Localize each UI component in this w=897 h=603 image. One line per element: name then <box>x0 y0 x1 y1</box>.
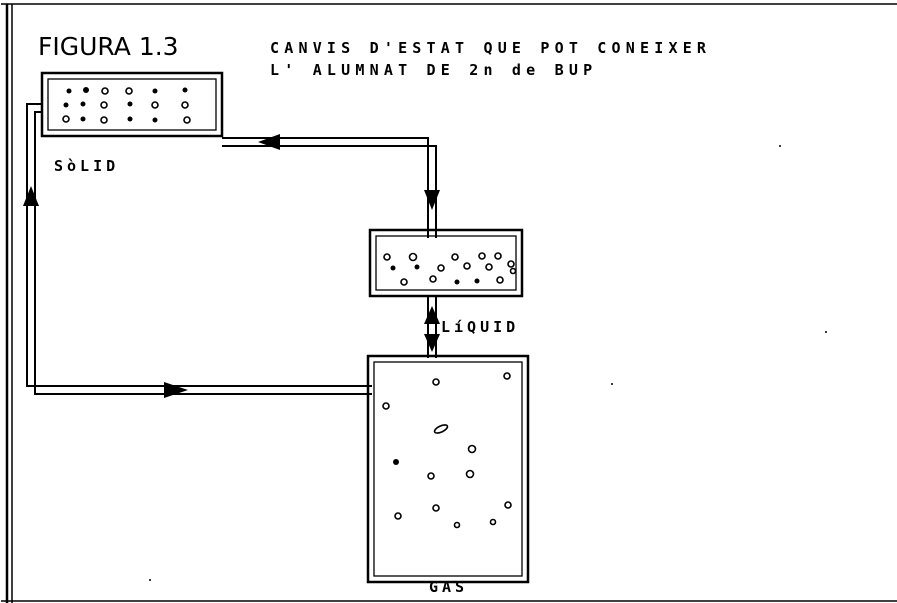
liquid-particles <box>384 253 516 285</box>
gas-label: GAS <box>429 578 468 596</box>
arrow-to-liquid <box>424 190 440 210</box>
figure-label: FIGURA 1.3 <box>38 32 179 61</box>
arrow-to-solid <box>258 134 280 150</box>
figure-caption-line-1: CANVIS D'ESTAT QUE POT CONEIXER <box>270 39 711 57</box>
solid-container <box>42 73 222 136</box>
transition-pipes <box>27 104 436 394</box>
arrow-up-to-solid <box>23 186 39 206</box>
solid-label: SòLID <box>54 157 119 175</box>
gas-container <box>368 356 528 582</box>
figure-caption-line-2: L' ALUMNAT DE 2n de BUP <box>270 61 597 79</box>
scan-specks <box>149 145 827 581</box>
arrow-up-to-liquid <box>424 306 440 324</box>
gas-particles <box>383 373 511 528</box>
figure-frame <box>1 4 897 603</box>
liquid-container <box>370 230 522 296</box>
arrow-down-to-gas <box>424 334 440 352</box>
liquid-label: LíQUID <box>441 318 519 336</box>
solid-particles <box>63 87 190 123</box>
arrow-to-gas-loop <box>164 382 188 398</box>
